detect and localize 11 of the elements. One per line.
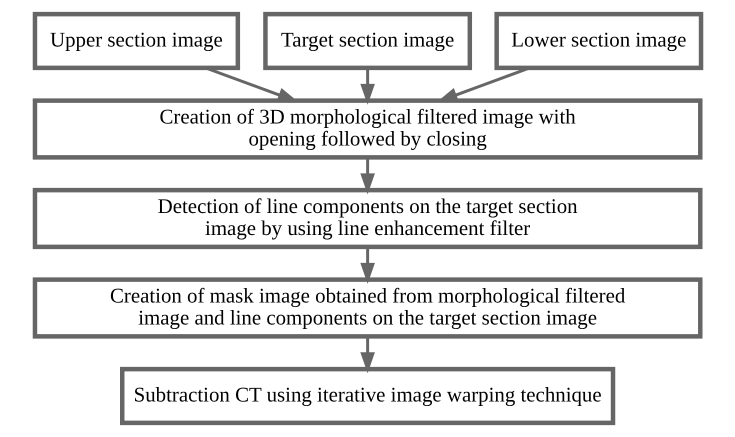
node-box: Creation of mask image obtained from morphological filtered image and line components on the target section image <box>32 277 702 339</box>
arrow <box>360 246 374 284</box>
node-box: Creation of 3D morphological filtered image with opening followed by closing <box>32 98 702 160</box>
node-box: Subtraction CT using iterative image warping technique <box>120 366 615 426</box>
arrow <box>360 68 374 105</box>
node-box: Detection of line components on the target section image by using line enhancement filter <box>32 188 702 250</box>
arrow <box>360 157 374 194</box>
arrow <box>360 336 374 374</box>
node-box: Upper section image <box>32 12 240 70</box>
node-box: Lower section image <box>494 12 703 70</box>
node-box: Target section image <box>262 12 472 70</box>
